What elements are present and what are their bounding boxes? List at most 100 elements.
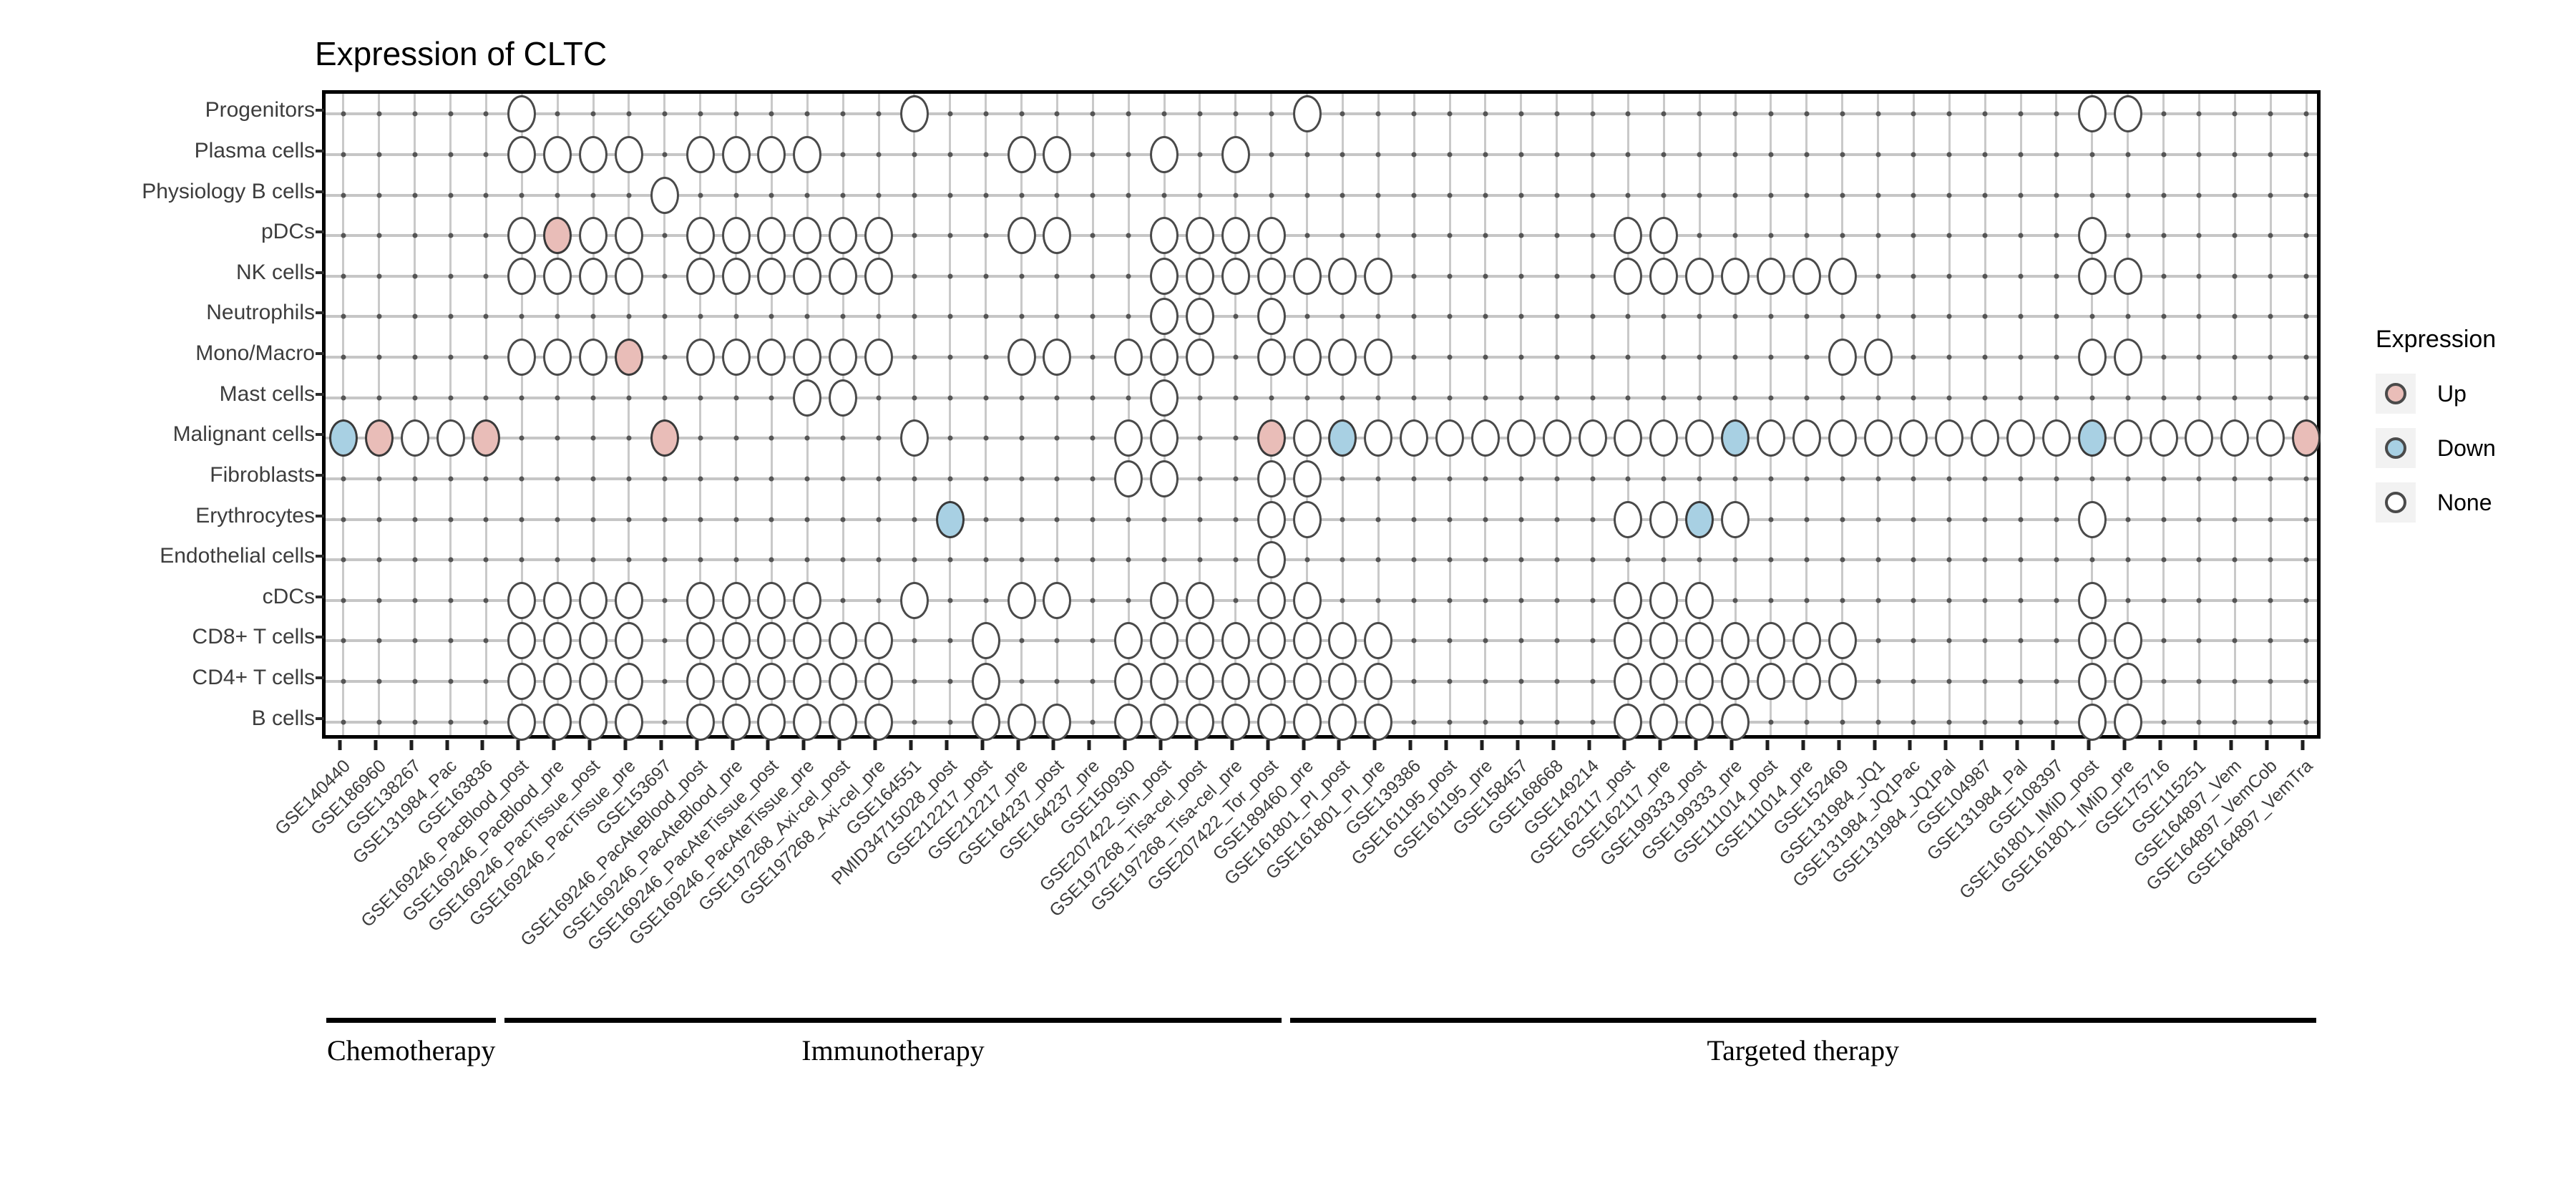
expression-bubble[interactable] [793,703,822,741]
expression-bubble[interactable] [793,217,822,255]
expression-bubble[interactable] [1007,581,1036,619]
expression-bubble[interactable] [1685,622,1714,660]
expression-bubble[interactable] [1578,419,1607,457]
expression-bubble[interactable] [507,663,537,701]
expression-bubble[interactable] [1685,703,1714,741]
expression-bubble[interactable] [1328,703,1357,741]
expression-bubble[interactable] [864,217,894,255]
expression-bubble[interactable] [1614,500,1643,538]
expression-bubble[interactable] [1756,622,1785,660]
expression-bubble[interactable] [543,135,572,173]
expression-bubble[interactable] [1721,500,1750,538]
expression-bubble[interactable] [2113,703,2142,741]
expression-bubble[interactable] [543,581,572,619]
expression-bubble[interactable] [1649,663,1679,701]
expression-bubble[interactable] [2077,95,2107,133]
expression-bubble[interactable] [579,622,608,660]
expression-bubble[interactable] [1649,257,1679,295]
expression-bubble[interactable] [1792,663,1821,701]
expression-bubble[interactable] [757,663,786,701]
expression-bubble[interactable] [1257,419,1286,457]
expression-bubble[interactable] [1328,257,1357,295]
expression-bubble[interactable] [507,339,537,376]
expression-bubble[interactable] [1114,703,1143,741]
expression-bubble[interactable] [721,339,751,376]
expression-bubble[interactable] [757,135,786,173]
expression-bubble[interactable] [1685,581,1714,619]
expression-bubble[interactable] [1114,663,1143,701]
expression-bubble[interactable] [1614,217,1643,255]
expression-bubble[interactable] [1185,339,1214,376]
expression-bubble[interactable] [507,257,537,295]
expression-bubble[interactable] [1649,419,1679,457]
expression-bubble[interactable] [864,257,894,295]
expression-bubble[interactable] [757,581,786,619]
expression-bubble[interactable] [614,257,643,295]
expression-bubble[interactable] [1150,339,1179,376]
expression-bubble[interactable] [1828,663,1857,701]
expression-bubble[interactable] [793,135,822,173]
expression-bubble[interactable] [1685,663,1714,701]
expression-bubble[interactable] [864,703,894,741]
expression-bubble[interactable] [1007,217,1036,255]
expression-bubble[interactable] [686,135,715,173]
expression-bubble[interactable] [614,217,643,255]
expression-bubble[interactable] [1150,298,1179,336]
expression-bubble[interactable] [1257,460,1286,497]
expression-bubble[interactable] [2077,339,2107,376]
expression-bubble[interactable] [2113,95,2142,133]
expression-bubble[interactable] [721,622,751,660]
expression-bubble[interactable] [721,703,751,741]
expression-bubble[interactable] [2113,663,2142,701]
expression-bubble[interactable] [1185,622,1214,660]
expression-bubble[interactable] [1756,257,1785,295]
expression-bubble[interactable] [1470,419,1500,457]
expression-bubble[interactable] [1328,622,1357,660]
expression-bubble[interactable] [1721,663,1750,701]
expression-bubble[interactable] [1292,703,1322,741]
legend-entry[interactable]: Down [2376,428,2496,468]
expression-bubble[interactable] [686,257,715,295]
expression-bubble[interactable] [1185,663,1214,701]
expression-bubble[interactable] [793,581,822,619]
expression-bubble[interactable] [1828,622,1857,660]
expression-bubble[interactable] [614,135,643,173]
expression-bubble[interactable] [1043,703,1072,741]
expression-bubble[interactable] [864,339,894,376]
expression-bubble[interactable] [472,419,501,457]
expression-bubble[interactable] [1150,257,1179,295]
expression-bubble[interactable] [1614,703,1643,741]
expression-bubble[interactable] [2077,257,2107,295]
expression-bubble[interactable] [1007,339,1036,376]
expression-bubble[interactable] [721,217,751,255]
expression-bubble[interactable] [1292,339,1322,376]
expression-bubble[interactable] [1328,663,1357,701]
expression-bubble[interactable] [507,217,537,255]
expression-bubble[interactable] [1292,663,1322,701]
expression-bubble[interactable] [1150,379,1179,417]
expression-bubble[interactable] [1043,217,1072,255]
expression-bubble[interactable] [1292,500,1322,538]
expression-bubble[interactable] [328,419,358,457]
expression-bubble[interactable] [1649,622,1679,660]
expression-bubble[interactable] [829,339,858,376]
expression-bubble[interactable] [507,135,537,173]
expression-bubble[interactable] [2113,339,2142,376]
expression-bubble[interactable] [721,257,751,295]
expression-bubble[interactable] [614,663,643,701]
expression-bubble[interactable] [1721,703,1750,741]
expression-bubble[interactable] [1292,622,1322,660]
expression-bubble[interactable] [1328,419,1357,457]
expression-bubble[interactable] [579,217,608,255]
expression-bubble[interactable] [1685,419,1714,457]
expression-bubble[interactable] [1364,419,1393,457]
expression-bubble[interactable] [793,379,822,417]
expression-bubble[interactable] [1364,339,1393,376]
expression-bubble[interactable] [899,419,929,457]
expression-bubble[interactable] [1007,135,1036,173]
expression-bubble[interactable] [507,581,537,619]
expression-bubble[interactable] [2077,500,2107,538]
expression-bubble[interactable] [1150,663,1179,701]
expression-bubble[interactable] [899,581,929,619]
expression-bubble[interactable] [864,622,894,660]
